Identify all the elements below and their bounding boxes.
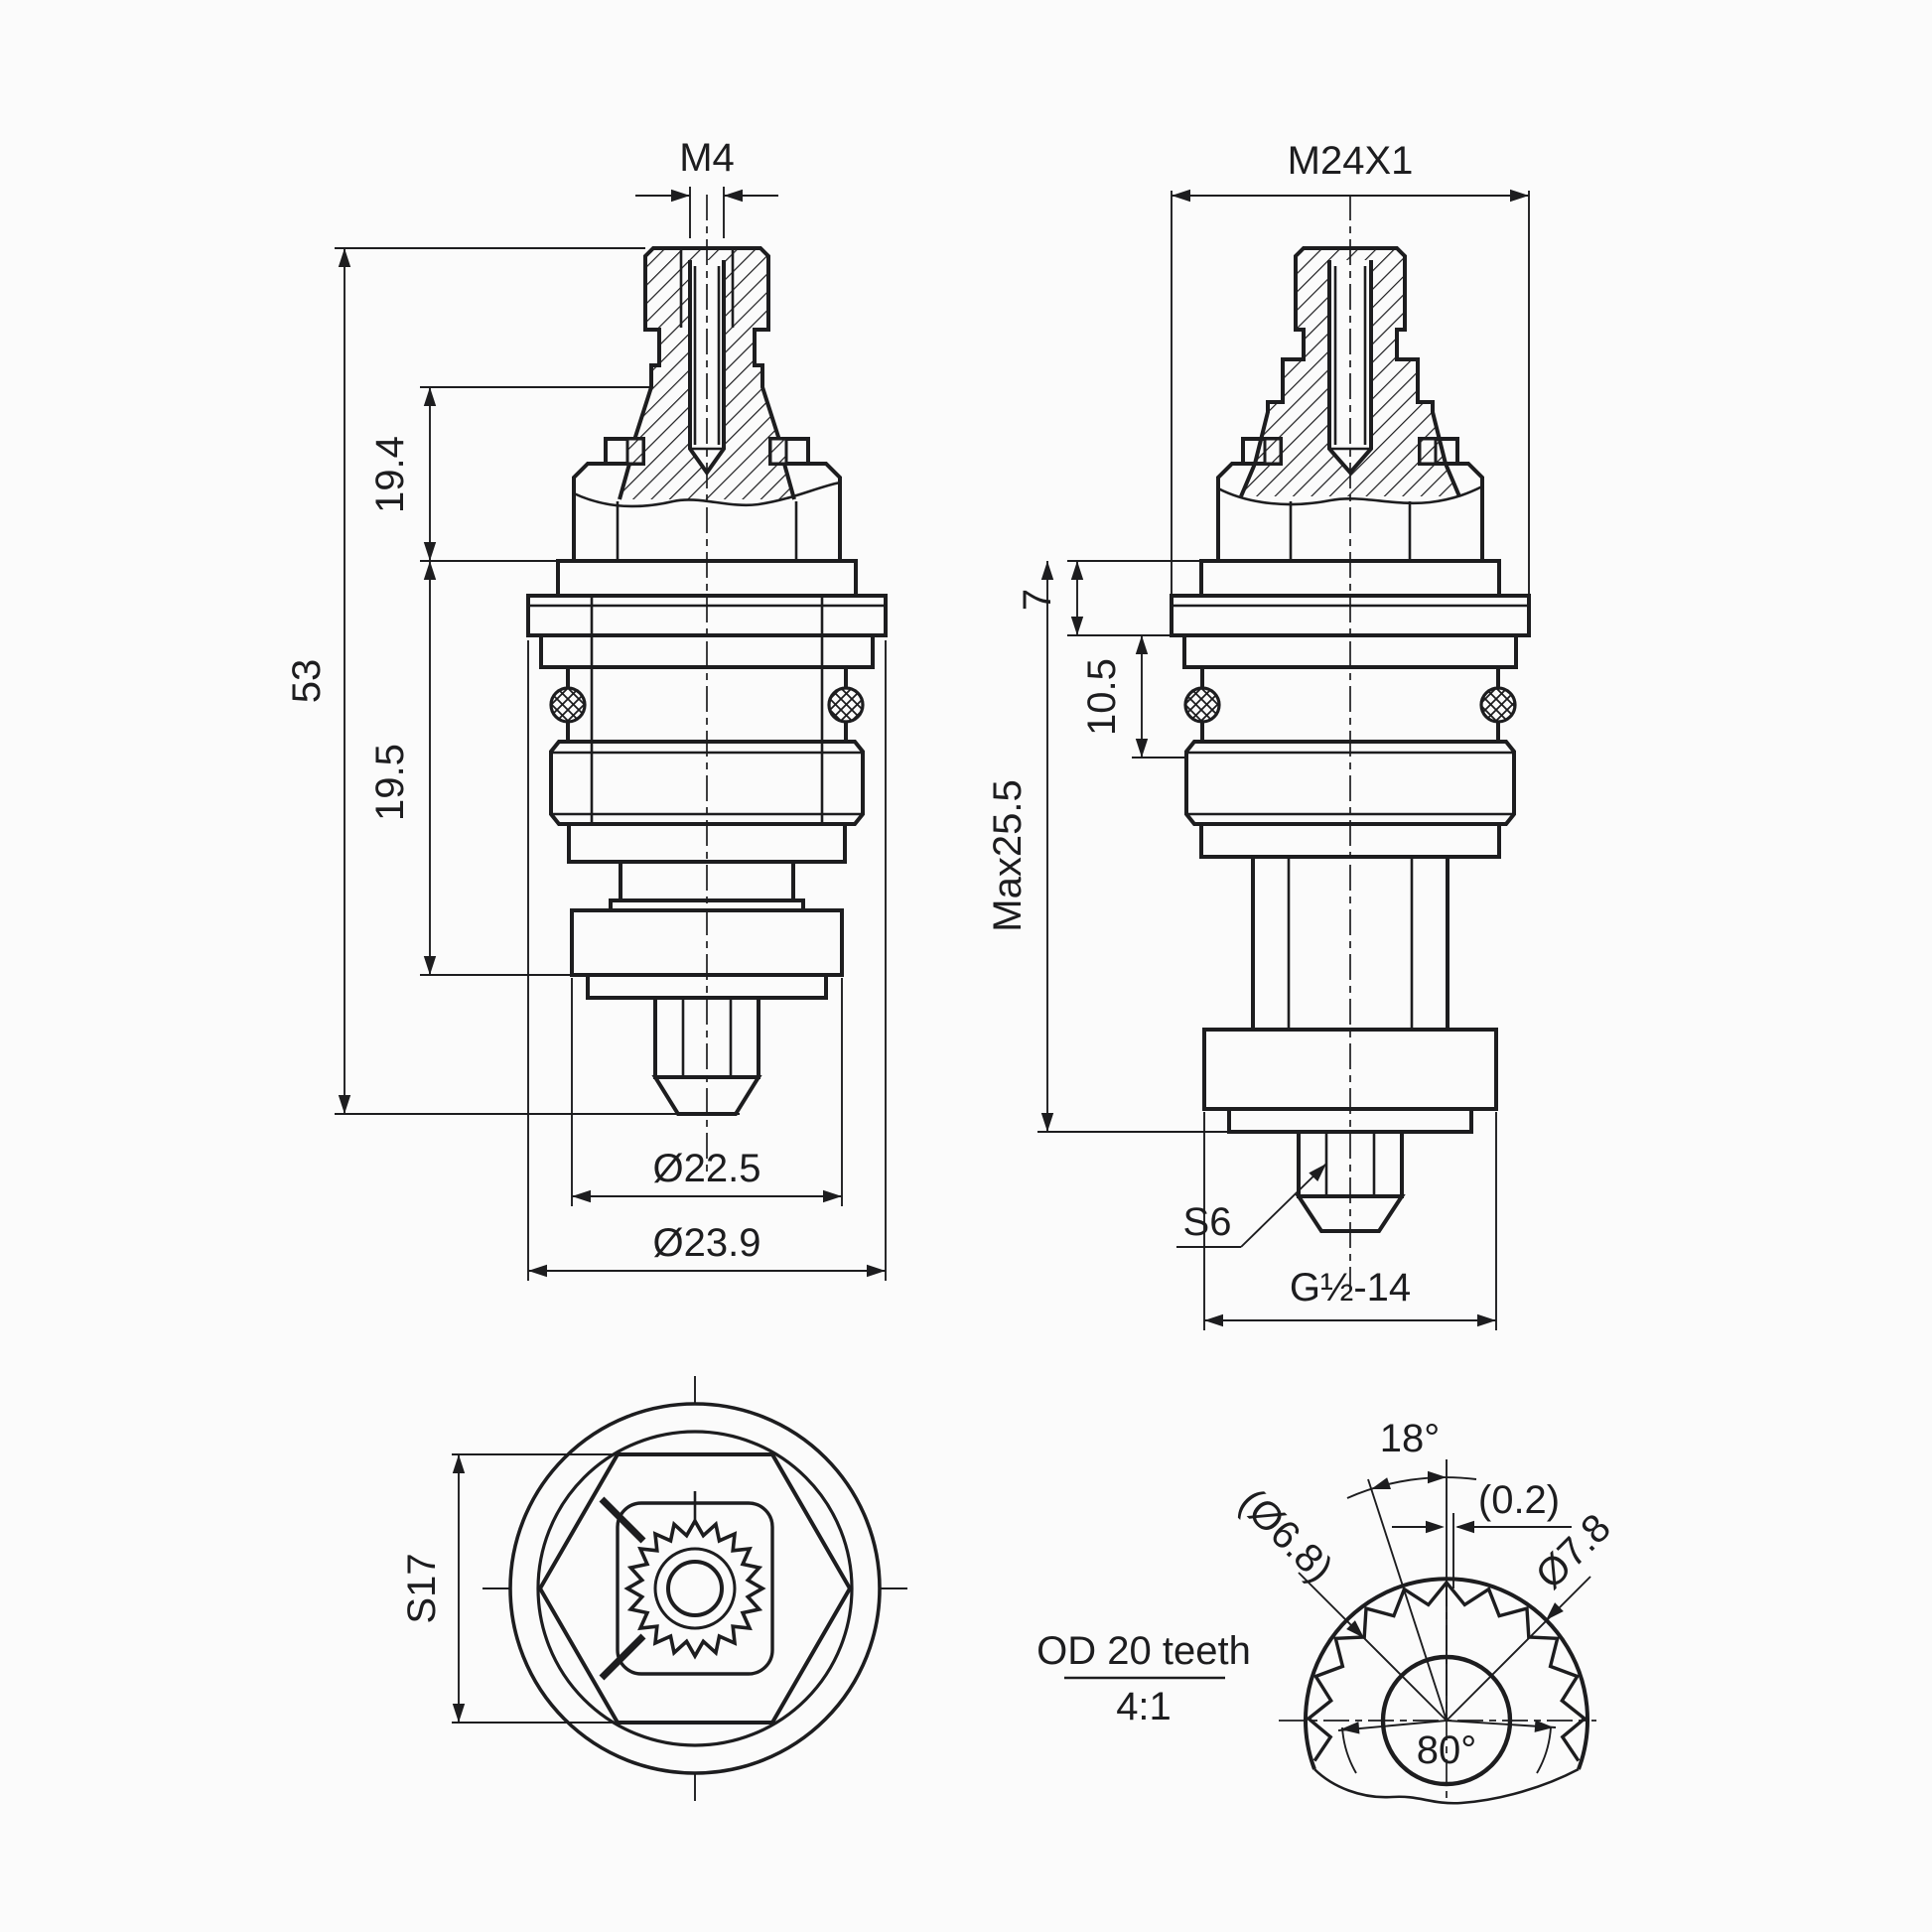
hex-flats bbox=[537, 1452, 853, 1725]
dim-0-2: (0.2) bbox=[1392, 1478, 1572, 1588]
dim-10-5: 10.5 bbox=[1080, 635, 1188, 759]
label-7: 7 bbox=[1016, 589, 1059, 611]
detail-note: OD 20 teeth 4:1 bbox=[1036, 1629, 1251, 1728]
break-line bbox=[1313, 1767, 1580, 1805]
label-18deg: 18° bbox=[1380, 1417, 1441, 1460]
detail-view: 18° (0.2) (Ø6.8) Ø7.8 bbox=[1036, 1417, 1619, 1805]
label-dia-23-9: Ø23.9 bbox=[653, 1221, 761, 1265]
dim-19-4: 19.4 bbox=[368, 386, 651, 561]
dim-dia-22-5: Ø22.5 bbox=[571, 978, 843, 1206]
front-view: M4 53 19.4 19.5 bbox=[285, 136, 888, 1281]
stop-pin-lower bbox=[599, 1633, 646, 1681]
dim-s17: S17 bbox=[400, 1453, 621, 1724]
dim-80deg: 80° bbox=[1337, 1720, 1557, 1774]
dim-dia-23-9: Ø23.9 bbox=[527, 640, 887, 1281]
label-g12-14: G½-14 bbox=[1290, 1266, 1411, 1310]
label-m24x1: M24X1 bbox=[1288, 139, 1414, 183]
o-ring-left bbox=[1183, 686, 1221, 724]
label-dia-22-5: Ø22.5 bbox=[653, 1147, 761, 1190]
label-od-20-teeth: OD 20 teeth bbox=[1036, 1629, 1251, 1673]
stop-pin-upper bbox=[599, 1496, 646, 1544]
side-view: M24X1 7 10.5 Max25.5 S6 bbox=[986, 139, 1531, 1330]
label-s17: S17 bbox=[400, 1553, 444, 1623]
label-scale: 4:1 bbox=[1116, 1685, 1172, 1728]
dim-g12-14: G½-14 bbox=[1203, 1112, 1497, 1330]
dim-dia-7-8: Ø7.8 bbox=[1446, 1506, 1619, 1722]
dim-m4: M4 bbox=[635, 136, 778, 238]
o-ring-left bbox=[549, 686, 587, 724]
break-line bbox=[573, 481, 841, 508]
label-19-5: 19.5 bbox=[368, 744, 412, 821]
top-view: S17 bbox=[400, 1376, 907, 1801]
dim-dia-6-8: (Ø6.8) bbox=[1231, 1480, 1448, 1722]
label-80deg: 80° bbox=[1417, 1728, 1477, 1772]
label-s6: S6 bbox=[1183, 1200, 1232, 1244]
label-max25-5: Max25.5 bbox=[986, 779, 1030, 931]
center-hole bbox=[666, 1560, 724, 1617]
label-53: 53 bbox=[285, 659, 329, 704]
label-0-2: (0.2) bbox=[1478, 1478, 1560, 1522]
dim-18deg: 18° bbox=[1346, 1417, 1477, 1722]
dim-7: 7 bbox=[1016, 560, 1201, 636]
dim-53: 53 bbox=[285, 247, 740, 1115]
label-19-4: 19.4 bbox=[368, 436, 412, 513]
label-dia-6-8: (Ø6.8) bbox=[1231, 1480, 1341, 1590]
dim-19-5: 19.5 bbox=[368, 560, 574, 976]
dim-m24x1: M24X1 bbox=[1171, 139, 1530, 596]
break-line bbox=[1217, 484, 1483, 506]
label-m4: M4 bbox=[679, 136, 735, 180]
dim-max25-5: Max25.5 bbox=[986, 561, 1229, 1133]
o-ring-right bbox=[1479, 686, 1517, 724]
dim-s6: S6 bbox=[1176, 1159, 1331, 1248]
label-10-5: 10.5 bbox=[1080, 658, 1124, 736]
o-ring-right bbox=[827, 686, 865, 724]
